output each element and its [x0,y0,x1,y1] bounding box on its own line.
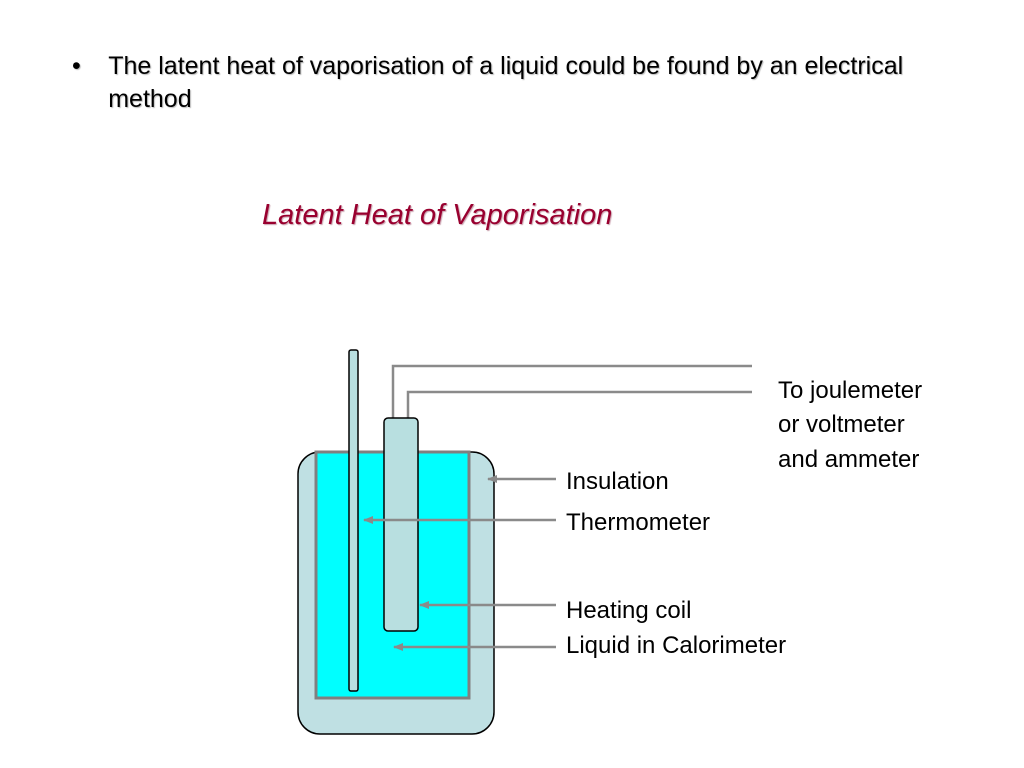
heating-coil-label: Heating coil [566,597,691,624]
diagram-title: Latent Heat of Vaporisation [262,199,613,231]
liquid-label: Liquid in Calorimeter [566,632,786,659]
meter-label-line3: and ammeter [778,446,919,473]
bullet-text: The latent heat of vaporisation of a liq… [108,52,904,113]
heating-coil [383,417,419,632]
thermometer-label: Thermometer [566,509,710,536]
thermometer [348,349,359,692]
meter-label-line1: To joulemeter [778,377,922,404]
wire-lower [406,390,752,418]
bullet-point: • The latent heat of vaporisation of a l… [72,50,952,116]
wire-upper [391,364,752,418]
meter-label-line2: or voltmeter [778,411,905,438]
bullet-marker: • [72,52,81,80]
insulation-label: Insulation [566,468,669,495]
